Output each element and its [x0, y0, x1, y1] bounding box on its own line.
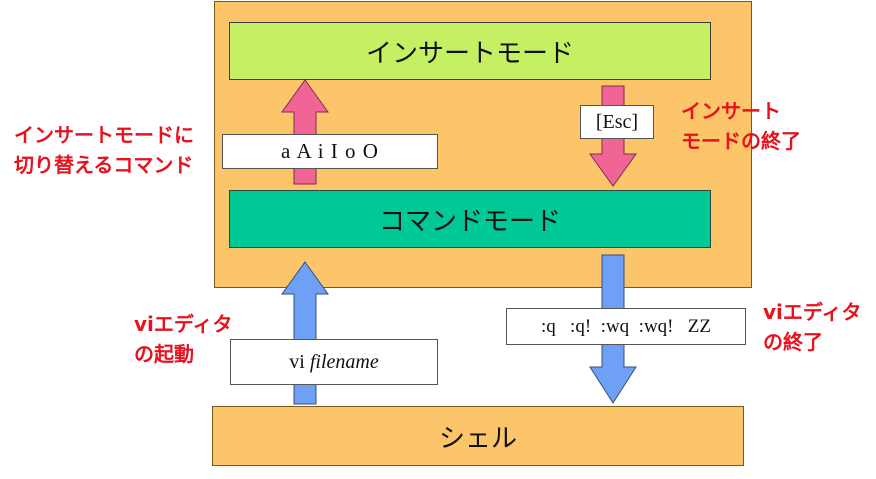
start-command-text: vi — [289, 350, 305, 373]
insert-commands-box: a A i I o O — [222, 134, 438, 169]
exit-vi-label: viエディタ の終了 — [763, 297, 862, 357]
command-mode-label: コマンドモード — [378, 206, 561, 237]
escape-key-text: [Esc] — [595, 110, 639, 133]
insert-mode-box: インサートモード — [229, 22, 711, 80]
start-argument-text: filename — [309, 350, 379, 373]
shell-label: シェル — [438, 423, 517, 454]
exit-insert-line2: モードの終了 — [681, 129, 801, 153]
exit-vi-line2: の終了 — [763, 330, 823, 354]
command-mode-box: コマンドモード — [229, 190, 711, 248]
arrow-up-pink-icon — [281, 79, 329, 185]
start-vi-line1: viエディタ — [134, 312, 233, 336]
exit-vi-line1: viエディタ — [763, 300, 862, 324]
start-vi-line2: の起動 — [134, 342, 194, 366]
start-command-box: vi filename — [230, 339, 438, 385]
switch-to-insert-line2: 切り替えるコマンド — [14, 153, 194, 177]
escape-key-box: [Esc] — [580, 105, 654, 139]
arrow-up-blue-icon — [281, 261, 329, 405]
insert-commands-text: a A i I o O — [281, 139, 379, 163]
quit-commands-text: :q :q! :wq :wq! ZZ — [541, 315, 711, 337]
switch-to-insert-line1: インサートモードに — [14, 123, 194, 147]
switch-to-insert-label: インサートモードに 切り替えるコマンド — [14, 120, 194, 180]
insert-mode-label: インサートモード — [365, 38, 574, 69]
quit-commands-box: :q :q! :wq :wq! ZZ — [506, 308, 746, 345]
shell-box: シェル — [212, 406, 744, 466]
start-vi-label: viエディタ の起動 — [134, 309, 233, 369]
exit-insert-line1: インサート — [681, 99, 781, 123]
exit-insert-label: インサート モードの終了 — [681, 96, 801, 156]
